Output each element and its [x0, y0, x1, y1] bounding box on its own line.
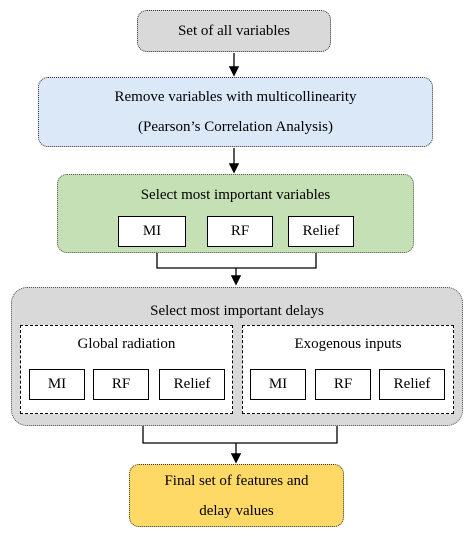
exogenous-inputs-label: Exogenous inputs: [294, 336, 402, 352]
set-of-all-variables-label: Set of all variables: [177, 23, 291, 39]
method-relief-label: Relief: [393, 376, 431, 392]
method-relief-label: Relief: [173, 376, 211, 392]
global-radiation-label: Global radiation: [77, 336, 176, 352]
select-delays-label: Select most important delays: [150, 303, 324, 319]
method-rf-label: RF: [111, 376, 131, 392]
method-mi-exogenous: MI: [250, 369, 306, 400]
method-rf-vars: RF: [207, 216, 273, 247]
set-of-all-variables-box: Set of all variables: [137, 10, 331, 52]
final-set-label-line2: delay values: [199, 502, 274, 519]
remove-multicollinearity-box: Remove variables with multicollinearity …: [38, 77, 433, 147]
select-variables-label: Select most important variables: [140, 187, 331, 203]
method-relief-global: Relief: [159, 369, 225, 400]
method-mi-global: MI: [29, 369, 85, 400]
connector-delays: [142, 426, 338, 444]
final-set-label-line1: Final set of features and: [164, 472, 309, 489]
method-relief-exogenous: Relief: [379, 369, 445, 400]
method-relief-vars: Relief: [288, 216, 354, 247]
final-set-box: Final set of features and delay values: [129, 464, 344, 527]
method-mi-label: MI: [142, 223, 162, 239]
method-relief-label: Relief: [302, 223, 340, 239]
method-rf-label: RF: [333, 376, 353, 392]
remove-multicollinearity-label: Remove variables with multicollinearity: [114, 89, 357, 105]
method-rf-label: RF: [230, 223, 250, 239]
method-mi-label: MI: [268, 376, 288, 392]
method-mi-label: MI: [47, 376, 67, 392]
pearson-analysis-label: (Pearson’s Correlation Analysis): [138, 119, 333, 135]
method-rf-exogenous: RF: [315, 369, 371, 400]
method-rf-global: RF: [93, 369, 149, 400]
method-mi-vars: MI: [118, 216, 186, 247]
